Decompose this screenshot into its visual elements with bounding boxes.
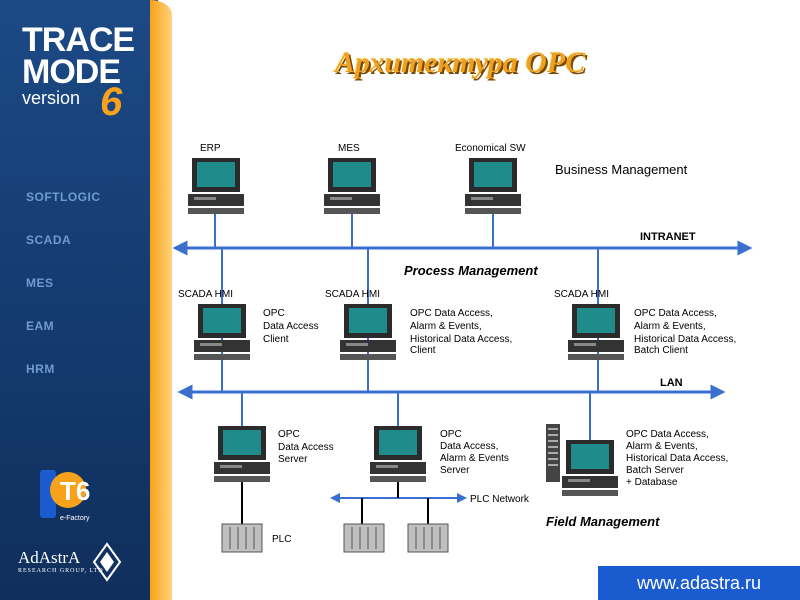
scada-3-desc-line-4: Batch Client [634,345,688,356]
plc-device-3 [407,523,449,553]
plc-device-2 [343,523,385,553]
field-1-desc-line-1: OPC [278,429,300,440]
field-3-desc-line-1: OPC Data Access, [626,429,709,440]
t6-logo-subtext: e-Factory [60,515,90,522]
slide-title: Архитектура OPC [334,46,586,79]
workstation-field-3 [562,440,618,496]
logo-line-1: TRACE [22,21,135,59]
ws-label-mes: MES [338,143,360,154]
field-3-desc-line-3: Historical Data Access, [626,453,728,464]
field-management-label: Field Management [546,514,660,529]
scada-3-desc-line-1: OPC Data Access, [634,308,717,319]
sidebar-item-mes[interactable]: MES [26,276,54,290]
sidebar-item-eam[interactable]: EAM [26,319,55,333]
t6-logo-circle [50,472,86,508]
process-management-label: Process Management [404,263,538,278]
sidebar-menu: SOFTLOGIC SCADA MES EAM HRM [26,190,101,405]
plc-device-1 [221,523,263,553]
scada-3-desc-line-3: Historical Data Access, [634,334,736,345]
field-2-desc-line-2: Data Access, [440,441,498,452]
scada-2-desc-line-2: Alarm & Events, [410,321,482,332]
scada-1-desc-line-1: OPC [263,308,285,319]
field-3-desc-line-4: Batch Server [626,465,684,476]
adastra-star-icon [92,542,122,582]
scada-1-desc-line-2: Data Access [263,321,319,332]
t6-logo-text: T6 [60,476,90,506]
t6-efactory-logo: T6 e-Factory [40,470,90,522]
server-rack [546,424,560,482]
company-name: AdAstrA [18,548,81,567]
workstation-scada-1 [194,304,250,360]
logo-version-number: 6 [100,80,123,124]
workstation-scada-3 [568,304,624,360]
lan-label: LAN [660,377,683,389]
sidebar-item-scada[interactable]: SCADA [26,233,72,247]
field-3-desc-line-5: + Database [626,477,678,488]
scada-2-desc-line-3: Historical Data Access, [410,334,512,345]
sidebar-accent-stripe [150,0,172,600]
scada-hmi-tag-1: SCADA HMI [178,289,233,300]
scada-3-desc-line-2: Alarm & Events, [634,321,706,332]
scada-hmi-tag-2: SCADA HMI [325,289,380,300]
logo-line-3: version [22,88,81,108]
field-3-desc-line-2: Alarm & Events, [626,441,698,452]
website-link[interactable]: www.adastra.ru [598,566,800,600]
field-2-desc-line-4: Server [440,465,470,476]
workstation-erp [188,158,244,214]
plc-network-label: PLC Network [470,494,530,505]
workstation-field-2 [370,426,426,482]
trace-mode-logo[interactable]: TRACE MODE version 6 [22,21,135,124]
workstation-field-1 [214,426,270,482]
field-2-desc-line-3: Alarm & Events [440,453,509,464]
scada-2-desc-line-1: OPC Data Access, [410,308,493,319]
business-management-label: Business Management [555,162,688,177]
workstation-economical-sw [465,158,521,214]
intranet-label: INTRANET [640,231,696,243]
adastra-star-core [100,552,114,572]
sidebar-item-hrm[interactable]: HRM [26,362,55,376]
plc-label: PLC [272,534,291,545]
company-subtitle: RESEARCH GROUP, LTD [18,568,104,574]
scada-2-desc-line-4: Client [410,345,436,356]
sidebar-item-softlogic[interactable]: SOFTLOGIC [26,190,101,204]
field-1-desc-line-3: Server [278,454,308,465]
field-2-desc-line-1: OPC [440,429,462,440]
scada-1-desc-line-3: Client [263,334,289,345]
company-logo[interactable]: AdAstrA RESEARCH GROUP, LTD [18,548,104,574]
scada-hmi-tag-3: SCADA HMI [554,289,609,300]
ws-label-economical: Economical SW [455,143,526,154]
field-1-desc-line-2: Data Access [278,442,334,453]
adastra-star-outline [92,542,122,582]
logo-line-2: MODE [22,53,121,91]
workstation-scada-2 [340,304,396,360]
workstation-mes [324,158,380,214]
ws-label-erp: ERP [200,143,221,154]
